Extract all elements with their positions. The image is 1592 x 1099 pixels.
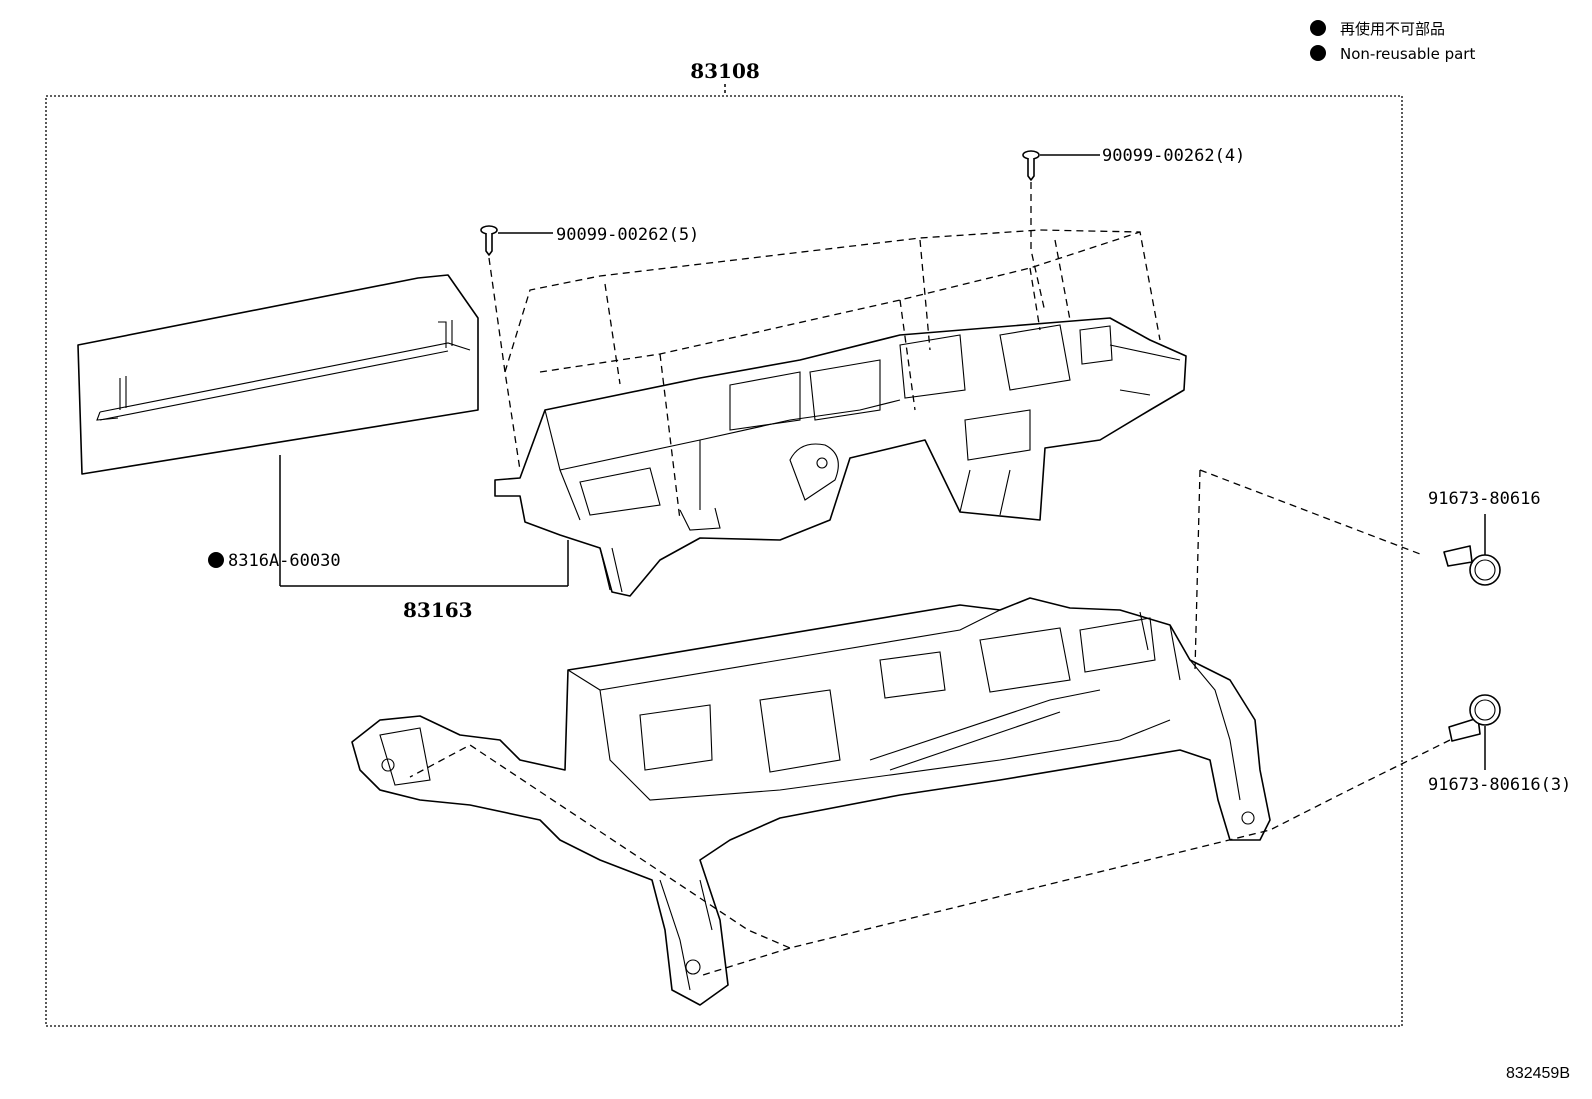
legend: 再使用不可部品 Non-reusable part (1310, 20, 1475, 63)
assembly-label[interactable]: 83108 (690, 59, 760, 83)
label-cover-plate[interactable]: 8316A-60030 (228, 551, 341, 571)
cover-plate-part[interactable] (77, 274, 479, 475)
legend-english: Non-reusable part (1340, 45, 1475, 63)
assembly-dashed-lines (409, 182, 1451, 976)
legend-dot-icon (1310, 45, 1326, 61)
part-labels: 90099-00262(4) 90099-00262(5) 8316A-6003… (208, 146, 1571, 795)
label-screw-upper-right[interactable]: 90099-00262(4) (1102, 146, 1245, 166)
bolt-lower-icon[interactable] (1448, 694, 1501, 742)
label-housing-sub[interactable]: 83163 (403, 598, 473, 622)
screw-upper-left-icon[interactable] (480, 225, 498, 256)
illustration-code: 832459B (1506, 1065, 1570, 1082)
label-bolt-lower[interactable]: 91673-80616(3) (1428, 775, 1571, 795)
screw-upper-right-icon[interactable] (1022, 150, 1040, 181)
upper-housing-part[interactable] (494, 317, 1187, 597)
lower-bracket-part[interactable] (351, 597, 1271, 1006)
legend-dot-icon (1310, 20, 1326, 36)
non-reusable-dot-icon (208, 552, 224, 568)
label-screw-upper-left[interactable]: 90099-00262(5) (556, 225, 699, 245)
label-bolt-upper[interactable]: 91673-80616 (1428, 489, 1541, 509)
leader-lines (279, 154, 1486, 770)
assembly-frame (45, 95, 1403, 1027)
bolt-upper-icon[interactable] (1443, 545, 1501, 586)
legend-japanese: 再使用不可部品 (1340, 20, 1445, 38)
